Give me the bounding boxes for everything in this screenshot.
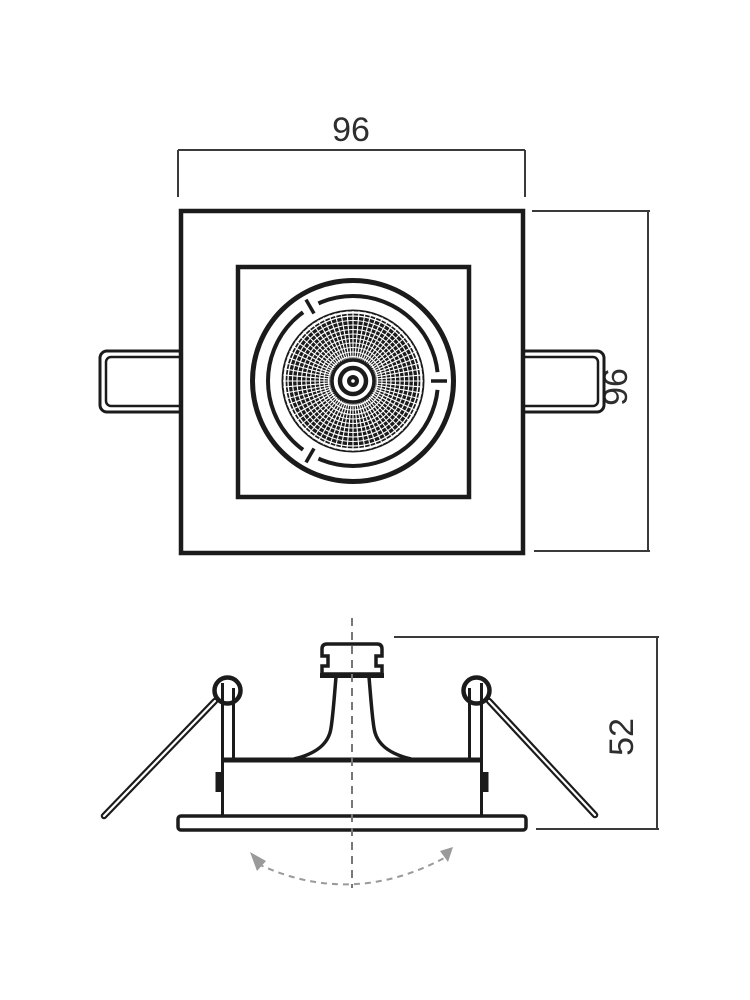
dimension-depth-label: 52 xyxy=(603,718,641,756)
retaining-ring-ticks xyxy=(304,298,447,464)
reflector-mesh xyxy=(283,311,423,451)
dimension-depth xyxy=(394,636,659,830)
side-view: 52 xyxy=(100,618,659,888)
side-clip-left xyxy=(215,772,223,792)
spring-arm-left xyxy=(100,697,219,820)
dimension-width-label: 96 xyxy=(332,111,370,149)
tilt-swing-indicator xyxy=(250,847,453,886)
tilt-arc xyxy=(257,856,447,886)
dimension-width xyxy=(177,149,526,197)
spring-pivot-left xyxy=(212,675,243,706)
spring-arm-right xyxy=(485,697,599,819)
tilt-arrow-left-icon xyxy=(250,852,266,871)
lamp-base-cap xyxy=(320,642,384,678)
top-view: 96 96 xyxy=(98,111,650,556)
tilt-arrow-right-icon xyxy=(440,847,453,862)
side-clip-right xyxy=(481,772,489,792)
lamp-center-cap xyxy=(330,358,376,404)
dimension-height xyxy=(532,210,650,552)
mounting-tab-left xyxy=(98,349,190,414)
lamp-body-silhouette xyxy=(293,676,412,761)
spring-pivot-right xyxy=(461,675,492,706)
mounting-tab-right xyxy=(514,349,606,414)
